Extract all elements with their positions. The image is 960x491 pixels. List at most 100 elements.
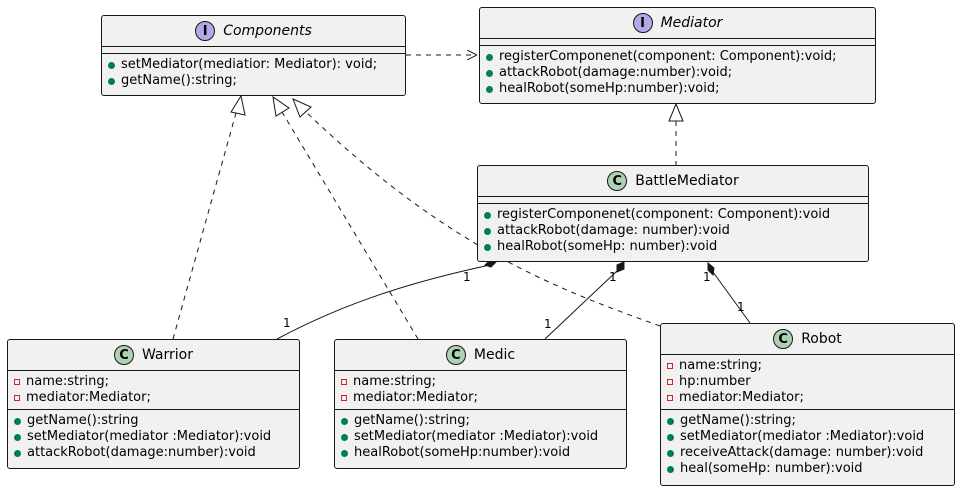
- method-row: getName():string;: [341, 413, 626, 429]
- method-row: healRobot(someHp:number):void: [341, 445, 626, 461]
- multiplicity-bm-robot-source: 1: [703, 270, 711, 284]
- class-header: C Robot: [661, 324, 954, 355]
- methods-section: registerComponenet(component: Component)…: [478, 203, 868, 258]
- public-icon: [14, 449, 21, 457]
- multiplicity-bm-medic-source: 1: [609, 270, 617, 284]
- private-icon: [341, 395, 347, 401]
- class-name: Components: [223, 23, 312, 39]
- realization-arrowhead-warrior: [230, 94, 246, 116]
- public-icon: [486, 85, 493, 93]
- method-row: healRobot(someHp: number):void: [484, 239, 868, 255]
- field-row: mediator:Mediator;: [667, 390, 954, 406]
- public-icon: [108, 77, 115, 85]
- public-icon: [484, 227, 491, 235]
- class-header: C Warrior: [8, 340, 299, 371]
- interface-badge-icon: I: [632, 13, 653, 33]
- class-header: I Components: [102, 16, 405, 47]
- composition-diamond-medic: [616, 261, 625, 273]
- method-row: registerComponenet(component: Component)…: [484, 207, 868, 223]
- methods-section: getName():string; setMediator(mediator :…: [661, 409, 954, 480]
- class-name: Warrior: [141, 347, 193, 363]
- private-icon: [667, 379, 673, 385]
- class-name: Robot: [801, 331, 842, 347]
- class-components[interactable]: I Components setMediator(mediatior: Medi…: [101, 15, 406, 96]
- field-row: name:string;: [667, 358, 954, 374]
- methods-section: registerComponenet(component: Component)…: [480, 45, 875, 100]
- method-row: getName():string: [14, 413, 299, 429]
- methods-section: setMediator(mediatior: Mediator): void; …: [102, 53, 405, 92]
- multiplicity-bm-warrior-target: 1: [283, 316, 291, 330]
- field-row: mediator:Mediator;: [341, 390, 626, 406]
- private-icon: [341, 379, 347, 385]
- class-name: BattleMediator: [635, 173, 739, 189]
- public-icon: [341, 417, 348, 425]
- private-icon: [667, 363, 673, 369]
- public-icon: [667, 449, 674, 457]
- realization-arrowhead-robot: [292, 98, 312, 118]
- method-row: setMediator(mediator :Mediator):void: [341, 429, 626, 445]
- public-icon: [108, 61, 115, 69]
- class-robot[interactable]: C Robot name:string; hp:number mediator:…: [660, 323, 955, 486]
- public-icon: [341, 433, 348, 441]
- public-icon: [667, 417, 674, 425]
- class-header: C Medic: [335, 340, 626, 371]
- class-header: C BattleMediator: [478, 166, 868, 197]
- multiplicity-bm-warrior-source: 1: [463, 270, 471, 284]
- realization-medic-components: [281, 111, 419, 340]
- multiplicity-bm-robot-target: 1: [737, 300, 745, 314]
- public-icon: [667, 433, 674, 441]
- public-icon: [484, 243, 491, 251]
- method-row: attackRobot(damage:number):void: [14, 445, 299, 461]
- realization-warrior-components: [172, 112, 237, 340]
- field-row: mediator:Mediator;: [14, 390, 299, 406]
- private-icon: [667, 395, 673, 401]
- composition-diamond-robot: [707, 261, 715, 277]
- method-row: getName():string;: [108, 73, 405, 89]
- field-row: hp:number: [667, 374, 954, 390]
- method-row: attackRobot(damage: number):void: [484, 223, 868, 239]
- class-badge-icon: C: [607, 171, 628, 191]
- public-icon: [667, 465, 674, 473]
- realization-arrowhead-medic: [272, 95, 290, 117]
- public-icon: [486, 69, 493, 77]
- private-icon: [14, 395, 20, 401]
- method-row: attackRobot(damage:number):void;: [486, 65, 875, 81]
- class-badge-icon: C: [773, 329, 794, 349]
- public-icon: [486, 53, 493, 61]
- fields-section: name:string; mediator:Mediator;: [8, 371, 299, 409]
- class-mediator[interactable]: I Mediator registerComponenet(component:…: [479, 7, 876, 104]
- composition-battlemediator-warrior: [276, 264, 491, 340]
- public-icon: [484, 211, 491, 219]
- interface-badge-icon: I: [195, 21, 216, 41]
- method-row: receiveAttack(damage: number):void: [667, 445, 954, 461]
- methods-section: getName():string setMediator(mediator :M…: [8, 409, 299, 464]
- class-badge-icon: C: [445, 345, 466, 365]
- methods-section: getName():string; setMediator(mediator :…: [335, 409, 626, 464]
- class-name: Medic: [473, 347, 516, 363]
- class-battlemediator[interactable]: C BattleMediator registerComponenet(comp…: [477, 165, 869, 262]
- fields-section: name:string; hp:number mediator:Mediator…: [661, 355, 954, 409]
- method-row: heal(someHp: number):void: [667, 461, 954, 477]
- method-row: setMediator(mediatior: Mediator): void;: [108, 57, 405, 73]
- class-medic[interactable]: C Medic name:string; mediator:Mediator; …: [334, 339, 627, 469]
- method-row: setMediator(mediator :Mediator):void: [14, 429, 299, 445]
- class-warrior[interactable]: C Warrior name:string; mediator:Mediator…: [7, 339, 300, 469]
- class-header: I Mediator: [480, 8, 875, 39]
- field-row: name:string;: [341, 374, 626, 390]
- method-row: getName():string;: [667, 413, 954, 429]
- public-icon: [341, 449, 348, 457]
- composition-battlemediator-medic: [544, 269, 619, 340]
- field-row: name:string;: [14, 374, 299, 390]
- method-row: healRobot(someHp:number):void;: [486, 81, 875, 97]
- method-row: setMediator(mediator :Mediator):void: [667, 429, 954, 445]
- method-row: registerComponenet(component: Component)…: [486, 49, 875, 65]
- realization-arrowhead-mediator: [668, 102, 684, 122]
- multiplicity-bm-medic-target: 1: [544, 317, 552, 331]
- private-icon: [14, 379, 20, 385]
- class-name: Mediator: [660, 15, 723, 31]
- composition-battlemediator-robot: [712, 271, 751, 324]
- class-badge-icon: C: [113, 345, 134, 365]
- public-icon: [14, 433, 21, 441]
- fields-section: name:string; mediator:Mediator;: [335, 371, 626, 409]
- public-icon: [14, 417, 21, 425]
